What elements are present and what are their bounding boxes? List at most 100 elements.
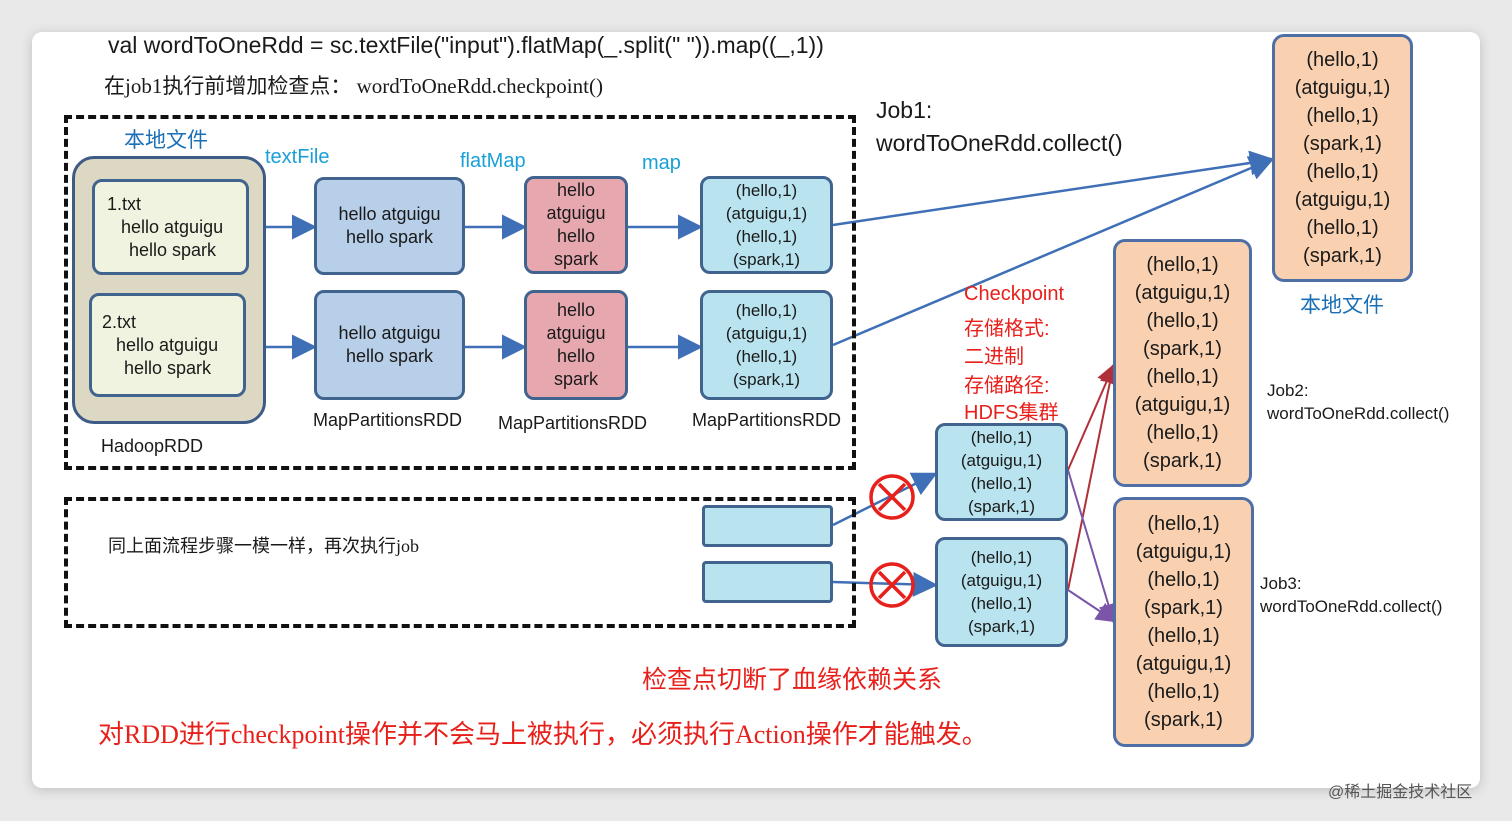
result-line: (hello,1) xyxy=(1146,366,1219,388)
result-line: (spark,1) xyxy=(1143,338,1222,360)
box-line: spark xyxy=(553,369,598,389)
repeat-note: 同上面流程步骤一模一样，再次执行job xyxy=(108,536,419,556)
box-line: (spark,1) xyxy=(967,497,1036,516)
box-line: atguigu xyxy=(546,203,606,223)
result-line: (hello,1) xyxy=(1147,681,1220,703)
box-line: (spark,1) xyxy=(732,370,801,389)
result-line: (hello,1) xyxy=(1147,625,1220,647)
box-line: hello xyxy=(556,346,596,366)
box-line: (hello,1) xyxy=(735,181,798,200)
box-line: (spark,1) xyxy=(967,617,1036,636)
job2-call: wordToOneRdd.collect() xyxy=(1267,404,1450,423)
result-line: (atguigu,1) xyxy=(1135,653,1232,675)
rdd-label-flatmap: MapPartitionsRDD xyxy=(498,413,648,433)
arrow-cp1-job2 xyxy=(1067,363,1116,471)
hadoop-rdd-label: HadoopRDD xyxy=(101,436,204,456)
file-line: hello atguigu xyxy=(121,216,224,237)
arrow-cp1-job3 xyxy=(1067,469,1118,624)
local-file-label-top: 本地文件 xyxy=(124,129,208,152)
cancel-icon-1 xyxy=(869,474,915,520)
box-line: (hello,1) xyxy=(970,548,1033,567)
box-line: (hello,1) xyxy=(970,474,1033,493)
result-line: (hello,1) xyxy=(1306,161,1379,183)
checkpoint-title: Checkpoint xyxy=(964,283,1065,305)
arrow-map1-result xyxy=(832,150,1275,227)
cancel-icon-2 xyxy=(869,562,915,608)
stage-label-map: map xyxy=(642,152,681,174)
box-line: (hello,1) xyxy=(970,594,1033,613)
job3-title: Job3: xyxy=(1260,574,1302,593)
box-line: hello xyxy=(556,180,596,200)
result-line: (hello,1) xyxy=(1147,513,1220,535)
box-line: hello atguigu xyxy=(338,204,441,224)
checkpoint-path-label: 存储路径: xyxy=(964,375,1050,397)
box-line: spark xyxy=(553,249,598,269)
checkpoint-note: 在job1执行前增加检查点： wordToOneRdd.checkpoint() xyxy=(104,74,603,98)
result-line: (hello,1) xyxy=(1146,310,1219,332)
code-line: val wordToOneRdd = sc.textFile("input").… xyxy=(108,32,824,58)
textfile-box-2: hello atguigu hello spark xyxy=(314,290,465,400)
result-line: (atguigu,1) xyxy=(1134,394,1231,416)
arrow-cp2-job2 xyxy=(1067,363,1120,591)
checkpoint-box-2: (hello,1) (atguigu,1) (hello,1) (spark,1… xyxy=(935,537,1068,647)
file-line: hello atguigu xyxy=(116,334,219,355)
job2-title: Job2: xyxy=(1267,381,1309,400)
stage-label-textfile: textFile xyxy=(265,146,330,168)
box-line: (spark,1) xyxy=(732,250,801,269)
box-line: (atguigu,1) xyxy=(960,571,1043,590)
repeat-job-frame xyxy=(64,497,856,628)
file-box-2: 2.txt hello atguigu hello spark xyxy=(89,293,246,397)
job3-result-box: (hello,1) (atguigu,1) (hello,1) (spark,1… xyxy=(1113,497,1254,747)
job3-call: wordToOneRdd.collect() xyxy=(1260,597,1443,616)
box-line: atguigu xyxy=(546,323,606,343)
file-line: hello spark xyxy=(129,239,217,260)
result-line: (hello,1) xyxy=(1306,105,1379,127)
watermark: @稀土掘金技术社区 xyxy=(1328,784,1473,801)
rdd-label-map: MapPartitionsRDD xyxy=(692,410,842,430)
box-line: (hello,1) xyxy=(970,428,1033,447)
box-line: hello xyxy=(556,300,596,320)
job1-call: wordToOneRdd.collect() xyxy=(876,130,1123,156)
rdd-label-textfile: MapPartitionsRDD xyxy=(313,410,463,430)
result-line: (atguigu,1) xyxy=(1294,189,1391,211)
checkpoint-format-value: 二进制 xyxy=(964,346,1024,368)
result-line: (atguigu,1) xyxy=(1134,282,1231,304)
box-line: (hello,1) xyxy=(735,301,798,320)
result-line: (spark,1) xyxy=(1144,597,1223,619)
result-line: (spark,1) xyxy=(1143,450,1222,472)
checkpoint-format-label: 存储格式: xyxy=(964,318,1050,340)
checkpoint-path-value: HDFS集群 xyxy=(964,402,1059,424)
result-line: (spark,1) xyxy=(1303,133,1382,155)
arrow-repeat2-checkpoint2 xyxy=(832,571,938,597)
box-line: hello spark xyxy=(345,227,434,247)
box-line: (atguigu,1) xyxy=(725,324,808,343)
file-name: 2.txt xyxy=(102,311,137,332)
repeat-rdd-box-1 xyxy=(702,505,833,547)
result-line: (spark,1) xyxy=(1144,709,1223,731)
job1-title: Job1: xyxy=(876,97,933,123)
box-line: hello spark xyxy=(345,346,434,366)
repeat-rdd-box-2 xyxy=(702,561,833,603)
file-line: hello spark xyxy=(124,357,212,378)
stage-label-flatmap: flatMap xyxy=(460,150,526,172)
job2-result-box: (hello,1) (atguigu,1) (hello,1) (spark,1… xyxy=(1113,239,1252,487)
result-line: (hello,1) xyxy=(1146,254,1219,276)
flatmap-box-1: hello atguigu hello spark xyxy=(524,176,628,274)
arrow-cp2-job3 xyxy=(1067,589,1117,623)
result-line: (atguigu,1) xyxy=(1135,541,1232,563)
file-box-1: 1.txt hello atguigu hello spark xyxy=(92,179,249,275)
box-line: (hello,1) xyxy=(735,227,798,246)
checkpoint-box-1: (hello,1) (atguigu,1) (hello,1) (spark,1… xyxy=(935,423,1068,521)
result-line: (spark,1) xyxy=(1303,245,1382,267)
job1-lineage-frame xyxy=(64,115,856,470)
box-line: (atguigu,1) xyxy=(960,451,1043,470)
result-local-box: (hello,1) (atguigu,1) (hello,1) (spark,1… xyxy=(1272,34,1413,282)
result-line: (atguigu,1) xyxy=(1294,77,1391,99)
box-line: hello xyxy=(556,226,596,246)
box-line: hello atguigu xyxy=(338,323,441,343)
result-line: (hello,1) xyxy=(1306,217,1379,239)
result-line: (hello,1) xyxy=(1147,569,1220,591)
lineage-note: 检查点切断了血缘依赖关系 xyxy=(642,667,943,694)
box-line: (atguigu,1) xyxy=(725,204,808,223)
